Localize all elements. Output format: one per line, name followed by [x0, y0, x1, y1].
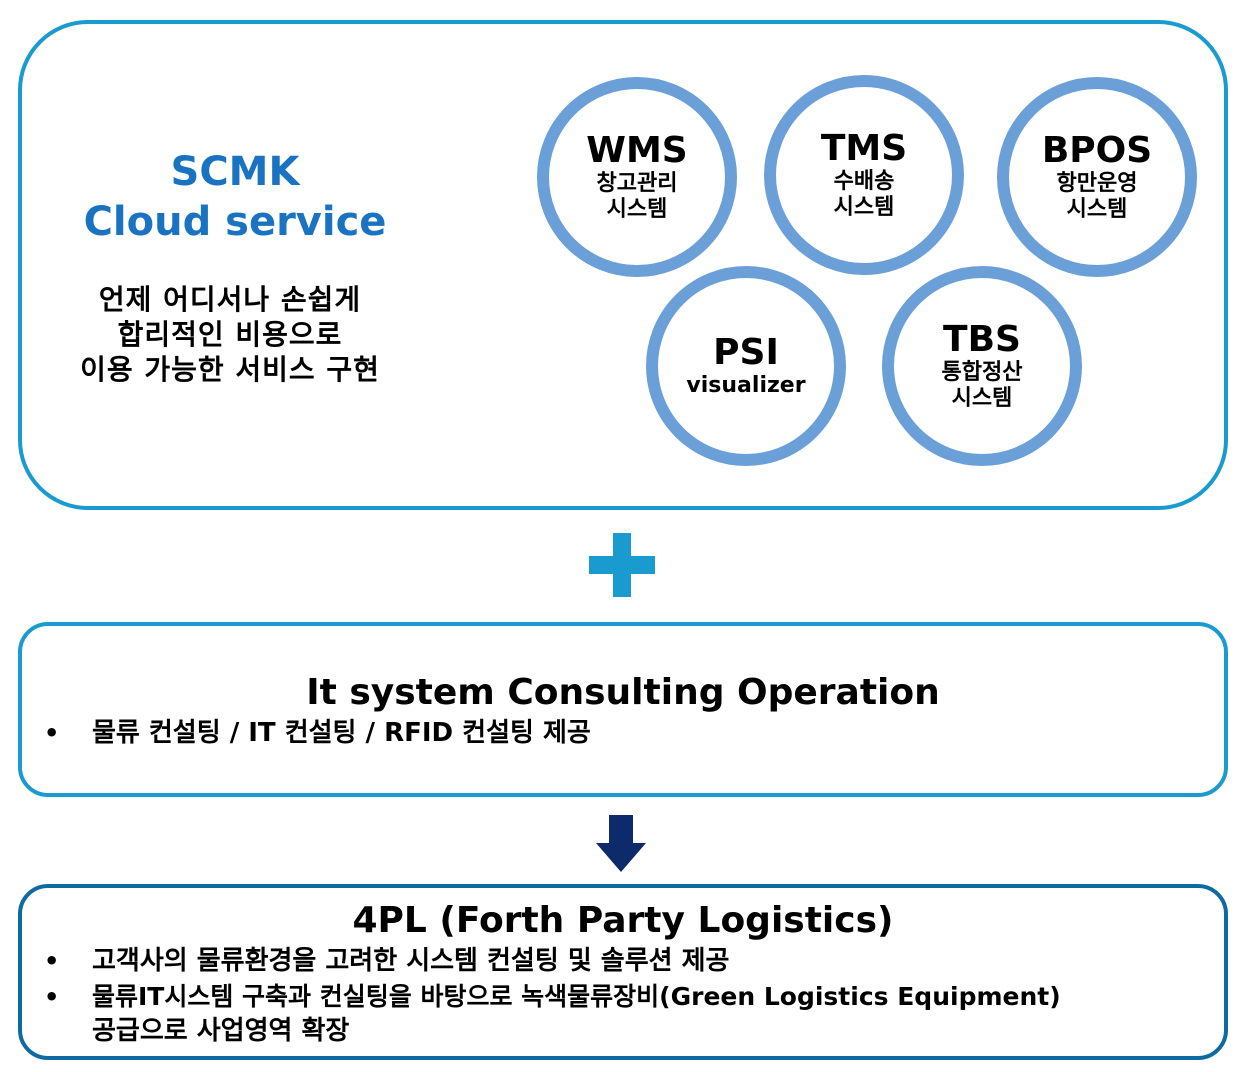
cloud-desc-line3: 이용 가능한 서비스 구현 — [80, 353, 380, 386]
fourpl-title: 4PL (Forth Party Logistics) — [352, 900, 894, 941]
circle-sub: 창고관리 — [596, 171, 678, 196]
bullet-icon: • — [44, 983, 60, 1011]
cloud-title-line1: SCMK — [170, 149, 300, 195]
circle-title: WMS — [586, 130, 688, 171]
circle-title: TMS — [820, 128, 908, 169]
circle-tbs: TBS 통합정산 시스템 — [882, 266, 1082, 466]
consulting-bullet: 물류 컨설팅 / IT 컨설팅 / RFID 컨설팅 제공 — [92, 718, 591, 748]
consulting-panel — [18, 622, 1228, 797]
cloud-title-line2: Cloud service — [83, 199, 387, 245]
bullet-icon: • — [44, 947, 60, 975]
circle-title: BPOS — [1041, 130, 1153, 171]
circle-sub: visualizer — [686, 373, 806, 398]
circle-sub: 시스템 — [1066, 197, 1128, 222]
consulting-title: It system Consulting Operation — [306, 672, 940, 713]
circle-title: TBS — [943, 319, 1021, 360]
circle-psi: PSI visualizer — [646, 266, 846, 466]
circle-bpos: BPOS 항만운영 시스템 — [997, 77, 1197, 277]
circle-tms: TMS 수배송 시스템 — [764, 75, 964, 275]
cloud-desc-line2: 합리적인 비용으로 — [117, 318, 343, 351]
fourpl-bullet-1: 고객사의 물류환경을 고려한 시스템 컨설팅 및 솔루션 제공 — [92, 946, 730, 976]
bullet-icon: • — [44, 719, 60, 747]
circle-wms: WMS 창고관리 시스템 — [537, 77, 737, 277]
plus-bar-vertical — [613, 533, 631, 597]
cloud-desc-line1: 언제 어디서나 손쉽게 — [98, 283, 362, 316]
circle-title: PSI — [713, 332, 779, 373]
circle-sub: 통합정산 — [941, 360, 1023, 385]
fourpl-bullet-2-line2: 공급으로 사업영역 확장 — [92, 1016, 350, 1046]
circle-sub: 시스템 — [951, 386, 1013, 411]
plus-icon — [589, 533, 655, 597]
arrow-down-icon — [596, 815, 646, 872]
circle-sub: 항만운영 — [1056, 171, 1138, 196]
circle-sub: 시스템 — [833, 195, 895, 220]
fourpl-bullet-2-line1: 물류IT시스템 구축과 컨실팅을 바탕으로 녹색물류장비(Green Logis… — [92, 982, 1061, 1011]
circle-sub: 수배송 — [833, 169, 895, 194]
fourpl-panel — [18, 884, 1228, 1060]
circle-sub: 시스템 — [606, 197, 668, 222]
